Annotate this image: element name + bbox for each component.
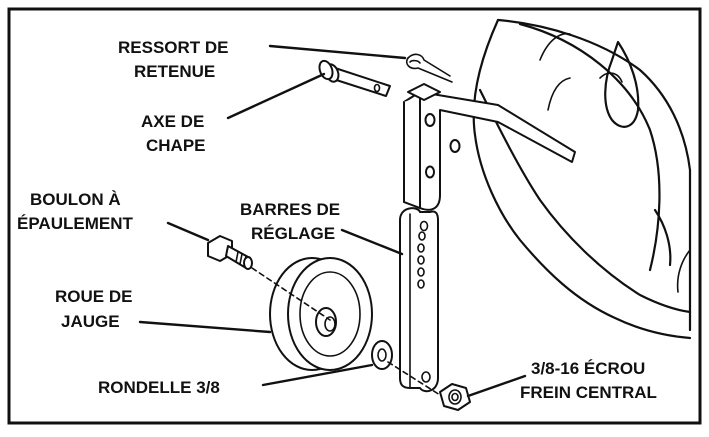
label-boulon-2: ÉPAULEMENT <box>17 214 133 233</box>
label-ecrou-2: FREIN CENTRAL <box>520 383 657 402</box>
leader-ecrou <box>466 374 527 398</box>
shoulder-bolt <box>207 235 253 270</box>
label-barres-1: BARRES DE <box>240 200 340 219</box>
washer <box>371 340 393 370</box>
label-rondelle: RONDELLE 3/8 <box>98 378 220 397</box>
label-boulon-1: BOULON À <box>30 190 121 209</box>
diagram-frame <box>7 7 702 425</box>
label-ecrou-1: 3/8-16 ÉCROU <box>531 359 645 378</box>
leader-ressort <box>268 44 407 60</box>
lock-nut <box>439 383 471 411</box>
label-ressort-2: RETENUE <box>134 62 215 81</box>
leader-barres <box>340 228 404 256</box>
mounting-bracket <box>403 83 576 211</box>
gauge-wheel <box>269 257 373 371</box>
retaining-spring <box>405 53 453 83</box>
label-roue-2: JAUGE <box>61 312 120 331</box>
leader-boulon <box>166 221 210 242</box>
leader-rondelle <box>261 363 374 387</box>
label-ressort-1: RESSORT DE <box>118 38 229 57</box>
label-axe-2: CHAPE <box>146 136 206 155</box>
leader-roue <box>138 320 272 334</box>
leader-axe <box>226 72 326 120</box>
label-barres-2: RÉGLAGE <box>251 224 335 243</box>
mower-deck <box>472 18 692 340</box>
axle-centerline <box>251 267 441 396</box>
clevis-pin <box>318 59 391 97</box>
adjustment-bar <box>399 207 439 393</box>
label-roue-1: ROUE DE <box>55 287 132 306</box>
label-axe-1: AXE DE <box>141 112 204 131</box>
